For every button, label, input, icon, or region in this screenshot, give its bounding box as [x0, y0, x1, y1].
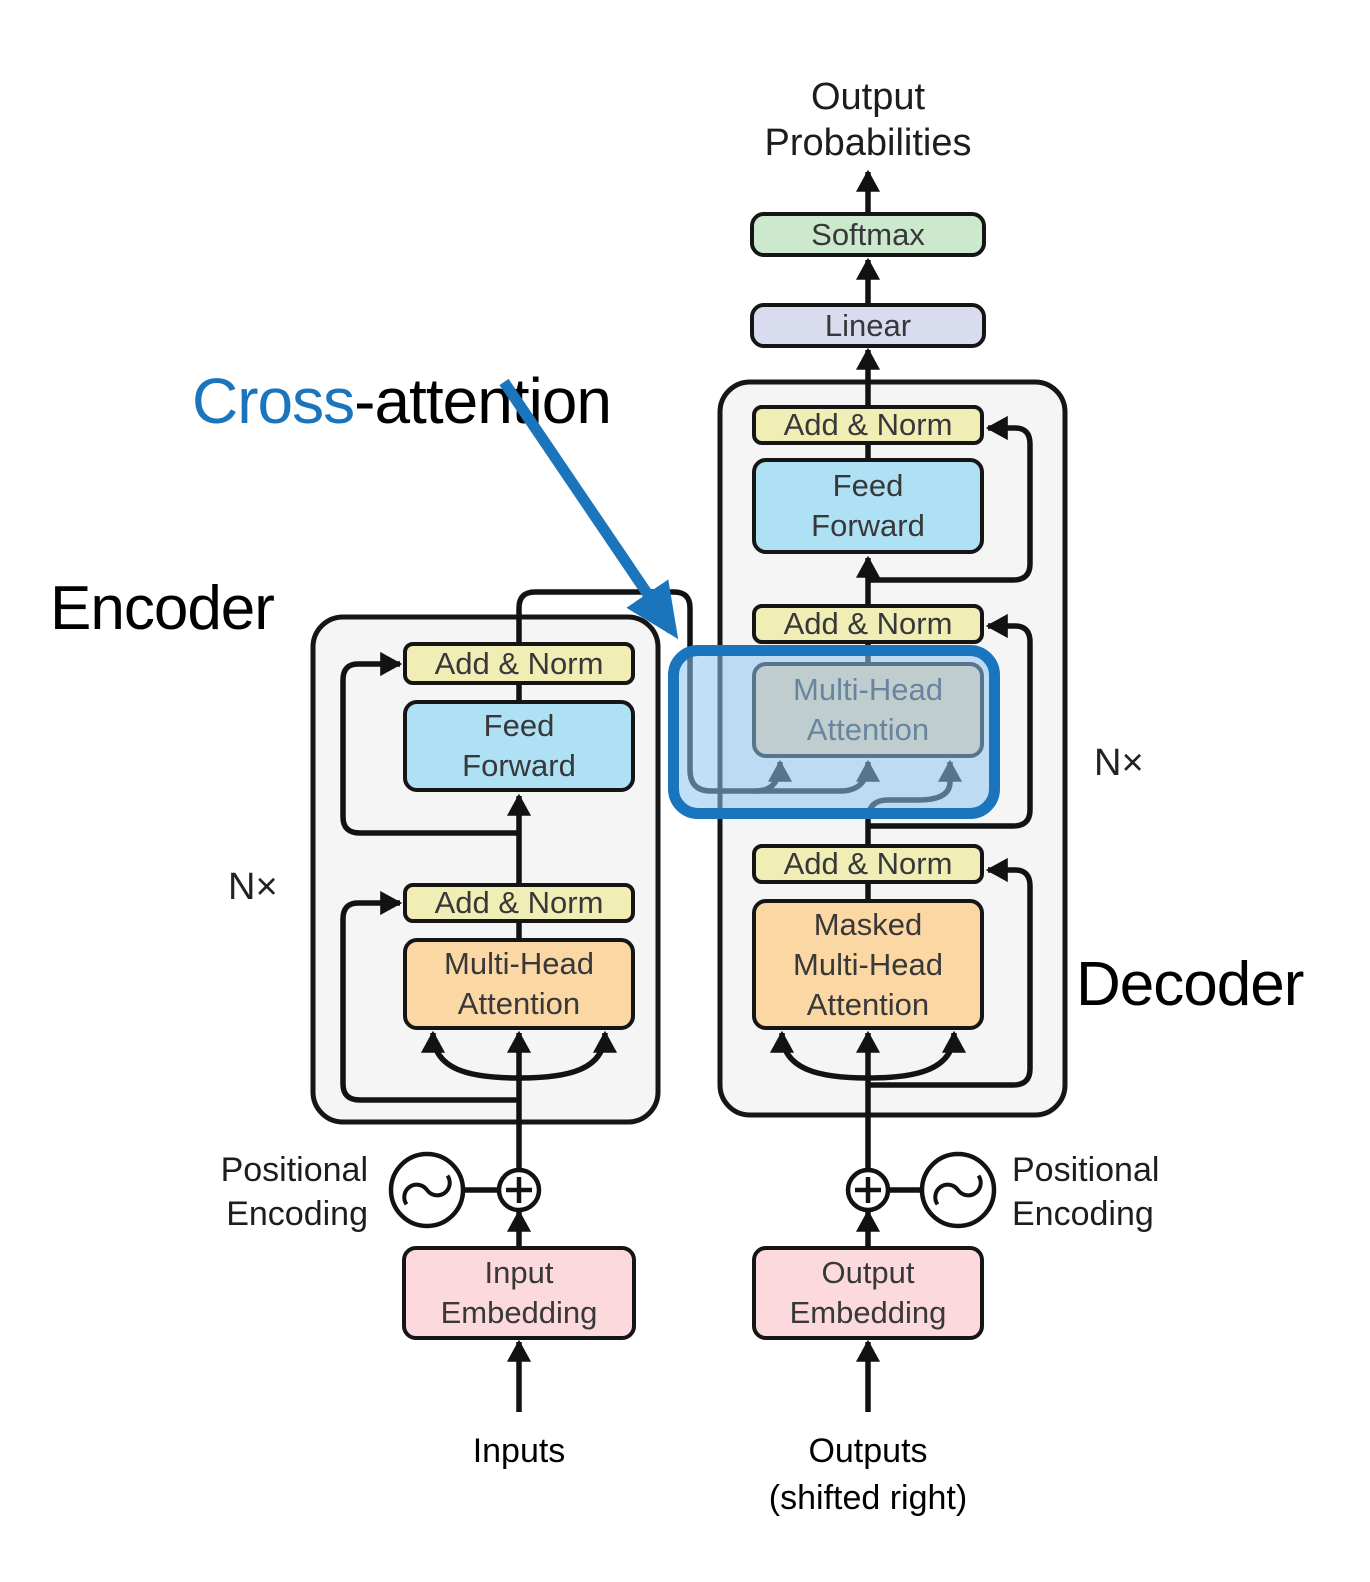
encoder-add-norm-top-box: Add & Norm [403, 642, 635, 685]
input-embedding-box: Input Embedding [402, 1246, 636, 1340]
positional-encoding-icon-right [919, 1151, 997, 1229]
encoder-add-norm-bottom-box: Add & Norm [403, 883, 635, 923]
decoder-add-norm-mid-box: Add & Norm [752, 604, 984, 644]
masked-multi-head-attention-box: Masked Multi-Head Attention [752, 899, 984, 1030]
output-embedding-box: Output Embedding [752, 1246, 984, 1340]
n-times-encoder-label: N× [228, 866, 278, 908]
encoder-container [310, 614, 661, 1125]
cross-attention-annotation-black: -attention [354, 365, 612, 437]
add-plus-icon-right [845, 1167, 891, 1213]
output-probabilities-label: Output Probabilities [764, 76, 972, 164]
cross-attention-annotation: Cross-attention [192, 296, 612, 437]
inputs-label: Inputs [472, 1432, 566, 1470]
positional-encoding-right-label: Positional Encoding [1012, 1151, 1160, 1233]
add-plus-icon-left [496, 1167, 542, 1213]
linear-box: Linear [750, 303, 986, 348]
decoder-feed-forward-box: Feed Forward [752, 458, 984, 554]
encoder-multi-head-attention-box: Multi-Head Attention [403, 938, 635, 1030]
encoder-label: Encoder [50, 574, 275, 643]
softmax-box: Softmax [750, 212, 986, 257]
cross-attention-annotation-blue: Cross [192, 365, 355, 437]
decoder-add-norm-top-box: Add & Norm [752, 405, 984, 445]
cross-attention-highlight [668, 645, 1000, 819]
positional-encoding-left-label: Positional Encoding [220, 1151, 368, 1233]
decoder-label: Decoder [1076, 950, 1304, 1019]
encoder-feed-forward-box: Feed Forward [403, 700, 635, 792]
decoder-add-norm-bottom-box: Add & Norm [752, 844, 984, 884]
n-times-decoder-label: N× [1094, 742, 1144, 784]
outputs-label: Outputs (shifted right) [768, 1432, 968, 1517]
positional-encoding-icon-left [388, 1151, 466, 1229]
